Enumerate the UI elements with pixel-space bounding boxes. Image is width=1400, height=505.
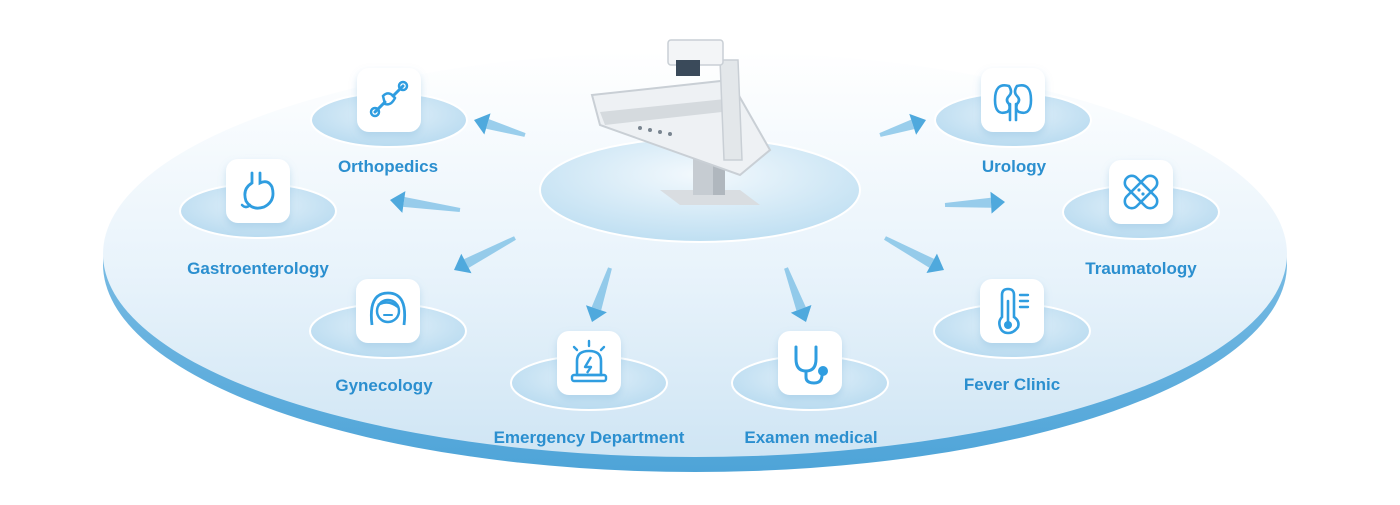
stomach-icon: [240, 171, 275, 210]
tile-examen: [778, 331, 842, 395]
tile-gastroenterology: [226, 159, 290, 223]
female-face-icon: [369, 291, 407, 326]
arrow-6: [944, 191, 1005, 214]
label-examen: Examen medical: [744, 428, 878, 447]
node-gastroenterology: [179, 159, 337, 239]
tile-orthopedics: [357, 68, 421, 132]
arrow-0: [474, 113, 526, 137]
tile-traumatology: [1109, 160, 1173, 224]
arrow-3: [585, 267, 612, 322]
label-fever: Fever Clinic: [963, 375, 1061, 394]
node-urology: [934, 68, 1092, 148]
tile-gynecology: [356, 279, 420, 343]
department-nodes: [179, 68, 1220, 411]
thermometer-icon: [998, 287, 1030, 335]
label-emergency: Emergency Department: [493, 428, 685, 447]
bone-joint-icon: [369, 80, 409, 118]
node-traumatology: [1062, 160, 1220, 240]
arrows-group: [390, 113, 1005, 322]
label-orthopedics: Orthopedics: [337, 157, 439, 176]
label-gynecology: Gynecology: [335, 376, 433, 395]
node-fever: [933, 279, 1091, 359]
node-orthopedics: [310, 68, 468, 148]
bandage-icon: [1123, 174, 1159, 210]
arrow-4: [784, 267, 812, 322]
label-gastroenterology: Gastroenterology: [187, 259, 329, 278]
arrow-5: [884, 236, 944, 273]
kidney-icon: [993, 84, 1033, 122]
arrow-1: [390, 191, 461, 213]
stethoscope-icon: [794, 345, 828, 385]
node-examen: [731, 331, 889, 411]
node-emergency: [510, 331, 668, 411]
x-ray-machine: [590, 39, 772, 205]
label-traumatology: Traumatology: [1085, 259, 1197, 278]
arrow-7: [879, 113, 926, 137]
arrow-2: [454, 236, 516, 274]
label-urology: Urology: [981, 157, 1047, 176]
tile-urology: [981, 68, 1045, 132]
siren-alarm-icon: [570, 339, 608, 383]
node-gynecology: [309, 279, 467, 359]
